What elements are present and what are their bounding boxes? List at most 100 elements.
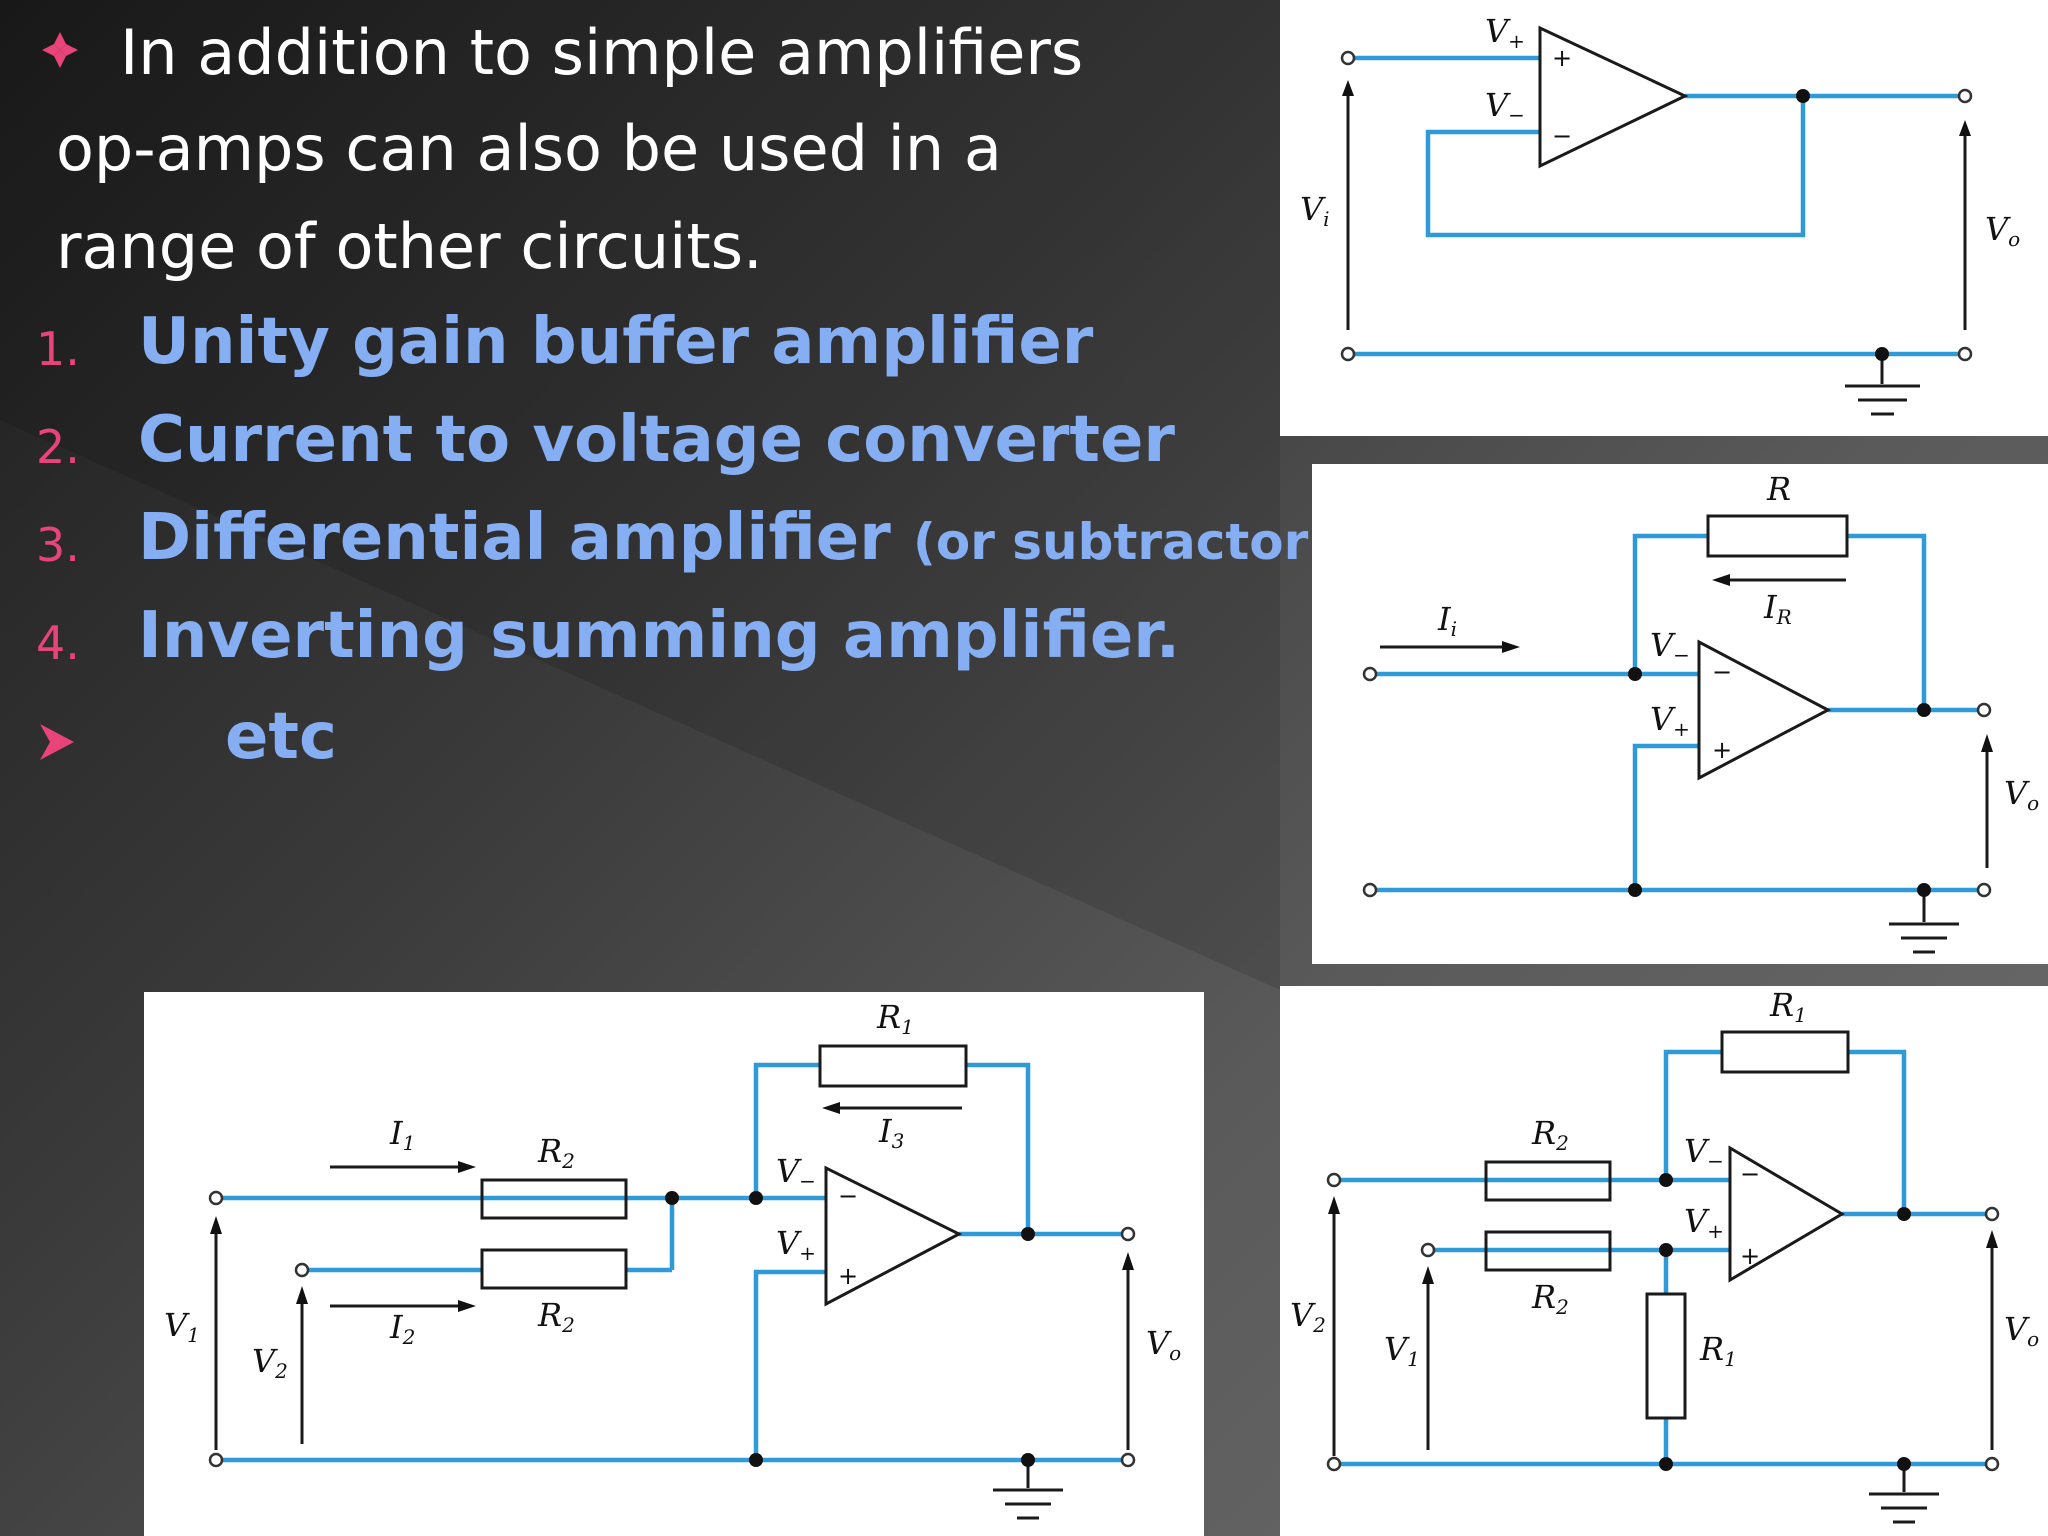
- converter-ii-sub: i: [1451, 617, 1457, 641]
- summing-i2-label: I: [389, 1308, 404, 1346]
- svg-text:Vo: Vo: [2004, 774, 2039, 815]
- svg-text:R2: R2: [537, 1132, 575, 1173]
- converter-vo-sub: o: [2027, 791, 2039, 815]
- svg-text:V−: V−: [1650, 626, 1690, 667]
- summing-circuit-diagram: −+ R1 I3 I1 R2 R2 I2 V− V+ V1 V2 Vo: [144, 992, 1204, 1536]
- summing-r2b-label: R: [537, 1296, 562, 1334]
- buffer-vplus-label: V: [1485, 12, 1511, 50]
- buffer-circuit-diagram: +− V+ V− Vi Vo: [1280, 0, 2048, 436]
- svg-text:V−: V−: [1485, 86, 1525, 127]
- svg-text:R1: R1: [1699, 1330, 1737, 1371]
- svg-text:−: −: [838, 1182, 858, 1210]
- svg-text:I2: I2: [389, 1308, 415, 1349]
- differential-v2-label: V: [1290, 1296, 1316, 1334]
- buffer-vplus-sub: +: [1508, 29, 1525, 53]
- converter-ir-sub: R: [1776, 605, 1792, 629]
- intro-line-2: op-amps can also be used in a: [56, 112, 1002, 185]
- svg-text:V1: V1: [164, 1306, 200, 1347]
- svg-text:Vo: Vo: [1985, 210, 2020, 251]
- buffer-vminus-label: V: [1485, 86, 1511, 124]
- differential-r1b-label: R: [1699, 1330, 1724, 1368]
- buffer-vminus-sub: −: [1508, 103, 1525, 127]
- differential-v1-label: V: [1384, 1330, 1410, 1368]
- arrow-bullet-icon: [38, 722, 76, 766]
- converter-vminus-sub: −: [1673, 643, 1690, 667]
- differential-vplus-sub: +: [1707, 1219, 1724, 1243]
- list-item-1: Unity gain buffer amplifier: [138, 305, 1094, 379]
- svg-text:+: +: [838, 1262, 858, 1290]
- svg-text:I3: I3: [878, 1112, 904, 1153]
- summing-r2b-sub: 2: [561, 1313, 575, 1337]
- buffer-vi-label: V: [1300, 190, 1326, 228]
- differential-r1a-label: R: [1769, 986, 1794, 1024]
- converter-circuit-diagram: −+ R IR Ii V− V+ Vo: [1312, 464, 2048, 964]
- svg-text:R2: R2: [1531, 1278, 1569, 1319]
- summing-vminus-sub: −: [799, 1169, 816, 1193]
- converter-vplus-label: V: [1650, 700, 1676, 738]
- svg-text:−: −: [1552, 122, 1572, 150]
- summing-i3-label: I: [878, 1112, 893, 1150]
- svg-text:Vo: Vo: [2004, 1310, 2039, 1351]
- summing-v2-sub: 2: [274, 1359, 288, 1383]
- list-item-3-text: Differential amplifier: [138, 501, 891, 575]
- differential-vminus-sub: −: [1707, 1149, 1724, 1173]
- buffer-vi-sub: i: [1323, 207, 1329, 231]
- svg-text:V+: V+: [1684, 1202, 1724, 1243]
- differential-vo-label: V: [2004, 1310, 2030, 1348]
- list-number-3: 3.: [36, 518, 80, 572]
- svg-text:−: −: [1712, 658, 1732, 686]
- buffer-vo-label: V: [1985, 210, 2011, 248]
- svg-text:I1: I1: [389, 1114, 415, 1155]
- diamond-bullet-icon: [40, 30, 80, 74]
- summing-i1-sub: 1: [403, 1131, 416, 1155]
- svg-text:V+: V+: [1485, 12, 1525, 53]
- list-item-3-note: (or subtractor): [913, 513, 1332, 571]
- svg-text:V2: V2: [1290, 1296, 1326, 1337]
- list-item-2: Current to voltage converter: [138, 403, 1175, 477]
- differential-r1a-sub: 1: [1794, 1003, 1807, 1027]
- summing-vplus-sub: +: [799, 1241, 816, 1265]
- summing-r1-label: R: [876, 998, 901, 1036]
- svg-text:+: +: [1552, 44, 1572, 72]
- converter-r-label: R: [1766, 470, 1791, 508]
- intro-line-1: In addition to simple amplifiers: [120, 16, 1084, 89]
- svg-text:Vi: Vi: [1300, 190, 1330, 231]
- svg-text:V−: V−: [1684, 1132, 1724, 1173]
- summing-r2a-label: R: [537, 1132, 562, 1170]
- differential-vo-sub: o: [2027, 1327, 2039, 1351]
- svg-text:V+: V+: [1650, 700, 1690, 741]
- converter-vplus-sub: +: [1673, 717, 1690, 741]
- summing-vo-label: V: [1146, 1324, 1172, 1362]
- summing-v2-label: V: [252, 1342, 278, 1380]
- svg-text:R1: R1: [876, 998, 914, 1039]
- buffer-vo-sub: o: [2008, 227, 2020, 251]
- svg-text:Vo: Vo: [1146, 1324, 1181, 1365]
- list-item-4: Inverting summing amplifier.: [138, 599, 1181, 673]
- svg-text:V−: V−: [776, 1152, 816, 1193]
- svg-text:R2: R2: [1531, 1114, 1569, 1155]
- summing-i2-sub: 2: [402, 1325, 416, 1349]
- list-number-4: 4.: [36, 616, 80, 670]
- list-number-1: 1.: [36, 322, 80, 376]
- summing-vminus-label: V: [776, 1152, 802, 1190]
- summing-v1-sub: 1: [187, 1323, 200, 1347]
- svg-text:+: +: [1712, 736, 1732, 764]
- differential-r1b-sub: 1: [1724, 1347, 1737, 1371]
- svg-text:IR: IR: [1763, 588, 1792, 629]
- list-number-2: 2.: [36, 420, 80, 474]
- intro-line-3: range of other circuits.: [56, 210, 763, 283]
- summing-i1-label: I: [389, 1114, 404, 1152]
- differential-circuit-diagram: −+ R1 R2 R2 R1 V− V+ V2 V1 Vo: [1280, 986, 2048, 1536]
- list-item-3: Differential amplifier (or subtractor): [138, 501, 1331, 575]
- differential-v1-sub: 1: [1407, 1347, 1420, 1371]
- differential-r2a-sub: 2: [1555, 1131, 1569, 1155]
- svg-text:V+: V+: [776, 1224, 816, 1265]
- summing-v1-label: V: [164, 1306, 190, 1344]
- svg-text:−: −: [1740, 1160, 1760, 1188]
- differential-r2b-label: R: [1531, 1278, 1556, 1316]
- svg-text:V2: V2: [252, 1342, 288, 1383]
- converter-vminus-label: V: [1650, 626, 1676, 664]
- differential-vminus-label: V: [1684, 1132, 1710, 1170]
- svg-text:R2: R2: [537, 1296, 575, 1337]
